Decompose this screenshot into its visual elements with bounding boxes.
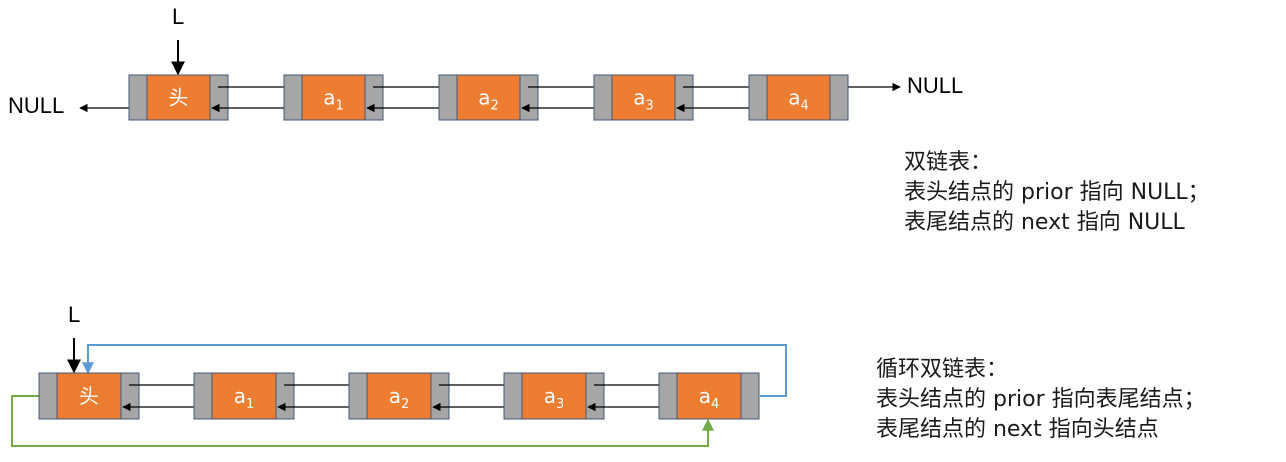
- top-node-4: a4: [748, 74, 849, 121]
- next-field: [585, 372, 605, 420]
- data-field: [676, 372, 742, 420]
- bottom-caption-line2: 表尾结点的 next 指向头结点: [876, 417, 1159, 442]
- data-field: [456, 74, 521, 121]
- data-field: [211, 372, 277, 420]
- data-field: [146, 74, 211, 121]
- circular-prior-link: [82, 344, 787, 397]
- prior-field: [283, 74, 303, 121]
- node-label: a1: [323, 86, 344, 114]
- prior-field: [658, 372, 678, 420]
- prior-field: [128, 74, 148, 121]
- node-label: a3: [633, 86, 654, 114]
- next-field: [430, 372, 450, 420]
- top-doubly-linked-list: L NULL NULL 头 a1 a2 a3 a4: [8, 4, 963, 121]
- circular-next-link: [11, 395, 714, 447]
- bottom-node-0: 头: [38, 372, 140, 420]
- next-field: [519, 74, 539, 121]
- top-head-pointer-label: L: [172, 4, 184, 29]
- bottom-node-4: a4: [658, 372, 760, 420]
- prior-field: [748, 74, 768, 121]
- node-label: a4: [788, 86, 809, 114]
- bottom-caption-title: 循环双链表：: [876, 357, 1009, 382]
- bottom-caption: 循环双链表： 表头结点的 prior 指向表尾结点； 表尾结点的 next 指向…: [876, 355, 1206, 445]
- bottom-node-3: a3: [503, 372, 605, 420]
- node-label: 头: [79, 384, 99, 408]
- bottom-circular-doubly-linked-list: L 头 a1 a2 a3 a4: [11, 302, 787, 447]
- node-label: a1: [234, 384, 255, 412]
- top-null-right: NULL: [907, 73, 963, 98]
- next-field: [275, 372, 295, 420]
- top-caption-title: 双链表：: [904, 150, 993, 175]
- prior-field: [438, 74, 458, 121]
- top-node-2: a2: [438, 74, 539, 121]
- node-label: a2: [478, 86, 499, 114]
- next-field: [829, 74, 849, 121]
- next-field: [364, 74, 384, 121]
- top-node-1: a1: [283, 74, 384, 121]
- prior-field: [193, 372, 213, 420]
- node-label: a2: [389, 384, 410, 412]
- next-field: [209, 74, 229, 121]
- next-field: [674, 74, 694, 121]
- top-caption-line1: 表头结点的 prior 指向 NULL；: [904, 180, 1210, 205]
- prior-field: [503, 372, 523, 420]
- next-field: [120, 372, 140, 420]
- data-field: [56, 372, 122, 420]
- node-label: a4: [699, 384, 720, 412]
- bottom-caption-line1: 表头结点的 prior 指向表尾结点；: [876, 387, 1206, 412]
- prior-field: [38, 372, 58, 420]
- bottom-node-1: a1: [193, 372, 295, 420]
- top-caption: 双链表： 表头结点的 prior 指向 NULL； 表尾结点的 next 指向 …: [904, 148, 1210, 238]
- data-field: [301, 74, 366, 121]
- top-node-0: 头: [128, 74, 229, 121]
- data-field: [611, 74, 676, 121]
- node-label: 头: [169, 86, 189, 110]
- prior-field: [348, 372, 368, 420]
- node-label: a3: [544, 384, 565, 412]
- top-null-left: NULL: [8, 93, 64, 118]
- data-field: [766, 74, 831, 121]
- bottom-node-2: a2: [348, 372, 450, 420]
- prior-field: [593, 74, 613, 121]
- top-caption-line2: 表尾结点的 next 指向 NULL: [904, 210, 1185, 235]
- bottom-head-pointer-label: L: [68, 302, 80, 327]
- top-node-3: a3: [593, 74, 694, 121]
- next-field: [740, 372, 760, 420]
